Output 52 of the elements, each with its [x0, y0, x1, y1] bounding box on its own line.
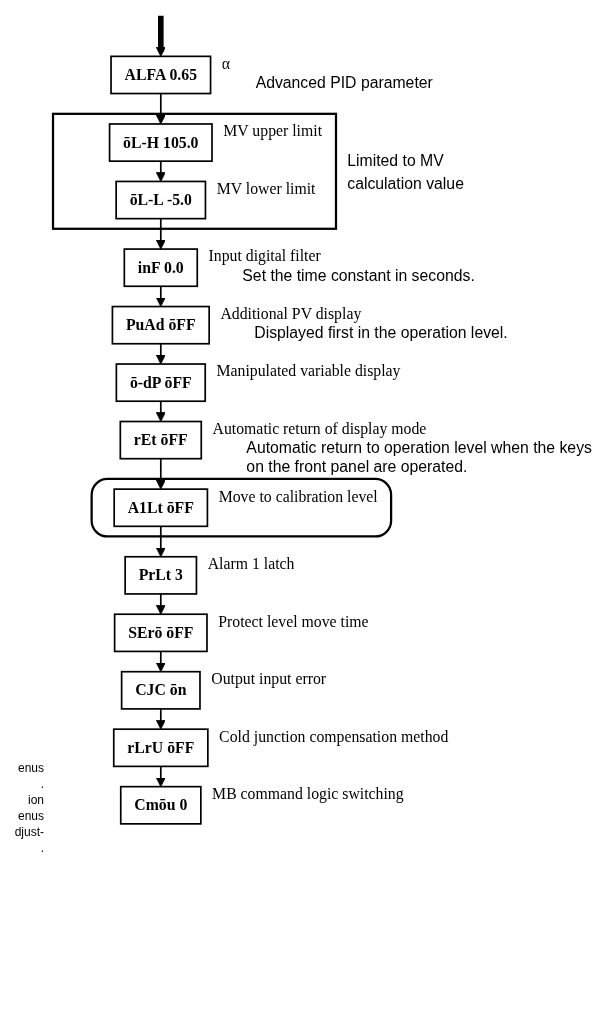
node-box: ō-dP ōFF	[115, 363, 207, 403]
parameter-description: MV lower limit	[216, 179, 316, 199]
node-box: SErō ōFF	[113, 613, 208, 653]
arrow	[155, 457, 166, 490]
parameter-description: Protect level move time	[218, 612, 369, 632]
arrow	[155, 708, 166, 730]
node-box: rLrU ōFF	[112, 728, 209, 768]
arrow	[155, 525, 166, 558]
note-text: ion	[27, 792, 44, 808]
parameter-description: α	[221, 54, 231, 74]
note-text: .	[39, 776, 44, 792]
cluster	[90, 477, 393, 538]
parameter-note: Set the time constant in seconds.	[241, 266, 475, 286]
node-box: A1Lt ōFF	[113, 488, 209, 528]
node-box: Cmōu 0	[119, 785, 202, 825]
node-box: inF 0.0	[123, 248, 199, 288]
parameter-description: Automatic return of display mode	[212, 419, 427, 439]
node-box: PuAd ōFF	[111, 305, 210, 345]
arrow	[155, 342, 166, 365]
node-box: ALFA 0.65	[110, 55, 212, 95]
cluster	[51, 112, 338, 230]
note-text: djust-	[13, 824, 44, 840]
arrow	[155, 217, 166, 250]
arrow	[155, 765, 166, 788]
node-box: PrLt 3	[124, 555, 198, 595]
parameter-description: MV upper limit	[223, 121, 323, 141]
parameter-description: MB command logic switching	[212, 784, 404, 804]
arrow	[155, 650, 166, 673]
parameter-description: Output input error	[211, 669, 327, 689]
parameter-note: Displayed first in the operation level.	[253, 323, 508, 343]
arrow	[155, 400, 166, 422]
parameter-note: Advanced PID parameter	[254, 73, 433, 93]
node-label: Limited to MV calculation value	[347, 151, 464, 193]
note-text: enus	[16, 760, 44, 776]
arrow	[155, 92, 166, 125]
parameter-description: Additional PV display	[220, 304, 362, 324]
arrow	[155, 285, 166, 307]
node-box: CJC ōn	[120, 670, 201, 710]
parameter-description: Cold junction compensation method	[219, 727, 449, 747]
parameter-description: Input digital filter	[208, 246, 321, 266]
note-text: .	[39, 840, 44, 856]
note-text: enus	[16, 808, 44, 824]
parameter-description: Move to calibration level	[218, 487, 378, 507]
arrow	[155, 160, 166, 182]
parameter-description: Alarm 1 latch	[207, 554, 295, 574]
node-box: ōL-L -5.0	[115, 180, 207, 220]
node-box: rEt ōFF	[119, 420, 203, 460]
parameter-description: Manipulated variable display	[216, 361, 401, 381]
node-box: ōL-H 105.0	[108, 123, 213, 162]
parameter-note: Automatic return to operation level when the keys on the front panel are operated.	[245, 438, 593, 477]
arrow	[155, 593, 166, 615]
arrow	[155, 14, 166, 57]
